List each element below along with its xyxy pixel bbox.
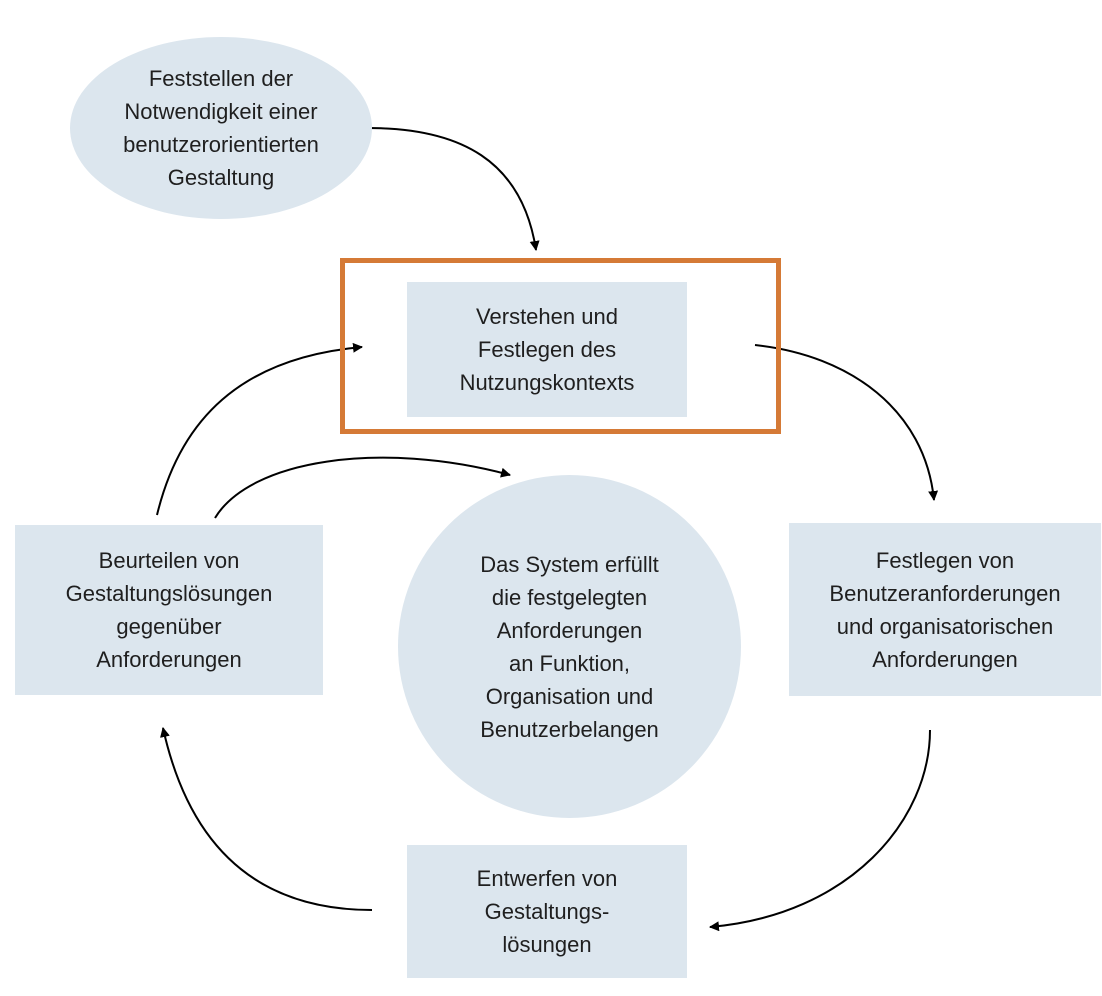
arrow-evaluate-to-goal (214, 456, 511, 519)
arrow-context-to-requirements (754, 344, 939, 501)
node-context-label: Verstehen und Festlegen des Nutzungskont… (459, 304, 635, 395)
node-design-label: Entwerfen von Gestaltungs- lösungen (476, 866, 618, 957)
node-need-label: Feststellen der Notwendigkeit einer benu… (123, 66, 319, 190)
arrow-evaluate-to-context (156, 342, 363, 516)
node-design: Entwerfen von Gestaltungs- lösungen (407, 845, 687, 978)
node-context: Verstehen und Festlegen des Nutzungskont… (407, 282, 687, 417)
highlight-frame (340, 258, 781, 434)
node-evaluate-label: Beurteilen von Gestaltungslösungen gegen… (65, 548, 273, 672)
node-requirements-label: Festlegen von Benutzeranforderungen und … (829, 547, 1061, 672)
node-evaluate: Beurteilen von Gestaltungslösungen gegen… (15, 525, 323, 695)
arrow-need-to-context (367, 127, 540, 251)
node-requirements: Festlegen von Benutzeranforderungen und … (789, 523, 1101, 696)
arrow-design-to-evaluate (160, 727, 373, 911)
node-need: Feststellen der Notwendigkeit einer benu… (70, 37, 372, 219)
arrow-requirements-to-design (709, 729, 931, 932)
node-goal: Das System erfüllt die festgelegten Anfo… (398, 475, 741, 818)
node-goal-label: Das System erfüllt die festgelegten Anfo… (480, 551, 659, 742)
